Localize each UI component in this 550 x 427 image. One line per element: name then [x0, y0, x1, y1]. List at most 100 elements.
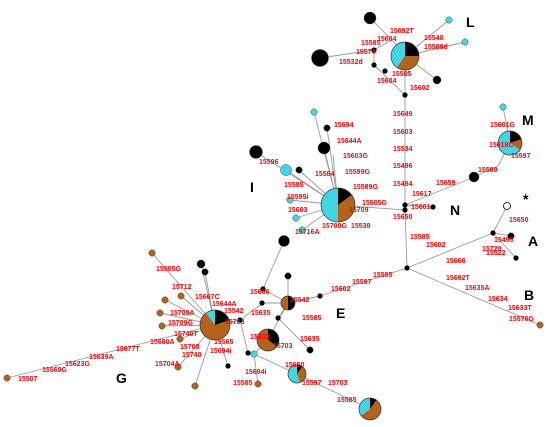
mutation-label: 15694i [245, 369, 266, 376]
pie-slice [510, 139, 522, 151]
mutation-label: 15604 [377, 78, 397, 85]
network-edge [319, 49, 375, 59]
mutation-label: 15505G [362, 200, 387, 207]
mutation-label: 15709 [349, 207, 369, 214]
mutation-label: 15601G [490, 122, 515, 129]
mutation-label: 15650 [285, 362, 305, 369]
haplotype-node [499, 103, 507, 111]
mutation-label: 15709G [168, 320, 193, 327]
mutation-labels-l: 15692T 15604 15585 15540 15589d 15574 15… [339, 28, 448, 92]
mutation-label: 15667C [195, 294, 220, 301]
mutation-label: 15574 [356, 49, 376, 56]
haplotype-pie [497, 130, 523, 156]
mutation-label: 15704A [155, 361, 180, 368]
mutation-label: 15716A [295, 229, 320, 236]
mutation-label: 15585 [284, 182, 304, 189]
mutation-label: 15694 [334, 122, 354, 129]
mutation-label: 15505G [156, 266, 181, 273]
mutation-label: 15603G [343, 153, 368, 160]
mutation-label: 15496 [393, 163, 413, 170]
clade-label-i: I [250, 179, 254, 195]
mutation-label: 15709G [322, 223, 347, 230]
mutation-label: 15708 [180, 344, 200, 351]
pie-slice [215, 310, 230, 325]
mutation-labels-i: 15694 15644A 15603G 15599G 15584 15596 1… [259, 122, 387, 236]
mutation-label: 15635 [251, 310, 271, 317]
median-vector [259, 300, 265, 306]
network-edge [404, 209, 408, 269]
mutation-labels-trunk: 15649 15603 15534 15496 15494 15650 1553… [351, 111, 529, 265]
haplotype-node [280, 164, 292, 176]
mutation-label: 15534 [393, 146, 413, 153]
haplotype-node [191, 382, 199, 390]
mutation-label: 15650 [509, 217, 529, 224]
haplotype-node [201, 268, 209, 276]
haplotype-node [363, 11, 377, 25]
mutation-label: 15740 [182, 352, 202, 359]
pie-slice [396, 56, 419, 71]
mutation-label: 15576G [509, 316, 534, 323]
mutation-label: 15603 [288, 207, 308, 214]
mutation-label: 15584 [315, 171, 335, 178]
haplotype-node [148, 249, 156, 257]
haplotype-node [323, 124, 331, 132]
haplotype-node [298, 226, 306, 234]
pie-slice [206, 310, 215, 325]
haplotype-pie [320, 187, 356, 223]
haplotype-pie [390, 41, 420, 71]
median-vector [402, 202, 408, 208]
median-vector [430, 204, 436, 210]
haplotype-node [306, 346, 314, 354]
mutation-label: 15633T [508, 305, 532, 312]
clade-label-a: A [528, 233, 538, 249]
median-vector [237, 317, 243, 323]
network-edge [239, 302, 264, 321]
mutation-label: 15649 [393, 111, 413, 118]
mutation-label: 15585 [361, 40, 381, 47]
mutation-label: 15585 [337, 397, 357, 404]
mutation-label: 15635 [300, 336, 320, 343]
haplotype-node [461, 38, 469, 46]
haplotype-node [250, 350, 258, 358]
mutation-label: 15709A [170, 310, 195, 317]
network-edge [239, 319, 249, 354]
mutation-label: 15495 [494, 237, 514, 244]
mutation-label: 15589G [353, 184, 378, 191]
mutation-label: 15595i [287, 194, 308, 201]
pie-outline [199, 309, 231, 341]
network-edge [319, 267, 408, 297]
pie-outline [256, 328, 280, 352]
haplotype-pie [280, 295, 296, 311]
mutation-label: 15703 [273, 343, 293, 350]
mutation-label: 15585 [373, 272, 393, 279]
mutation-label: 15644A [212, 301, 237, 308]
clade-label-b: B [524, 287, 534, 303]
haplotype-node [311, 49, 329, 67]
median-vector [382, 68, 388, 74]
mutation-label: 15602 [410, 85, 430, 92]
mutation-label: 15494 [393, 181, 413, 188]
mutation-label: 15703 [328, 380, 348, 387]
haplotype-pie [287, 364, 307, 384]
mutation-label: 15692T [446, 275, 470, 282]
mutation-label: 15597 [302, 380, 322, 387]
mutation-label: 15585 [302, 315, 322, 322]
mutation-labels-e: 15597 15602 15585 15542 15666 15635 1558… [250, 272, 393, 343]
haplotype-pie [256, 328, 280, 352]
median-vector [317, 293, 323, 299]
mutation-label: 15542 [224, 308, 244, 315]
pie-slice [200, 312, 231, 340]
pie-outline [287, 364, 307, 384]
mutation-label: 15720 [482, 246, 502, 253]
haplotype-pie [358, 397, 382, 421]
mutation-label: 15569G [42, 367, 67, 374]
pie-slice [498, 131, 520, 155]
pie-slice [338, 188, 352, 205]
median-vector [371, 62, 377, 68]
mutation-label: 15589d [424, 44, 448, 51]
mutation-label: 15602 [331, 286, 351, 293]
haplotype-node [174, 363, 182, 371]
mutation-label: 15692T [390, 28, 414, 35]
pie-outline [320, 187, 356, 223]
